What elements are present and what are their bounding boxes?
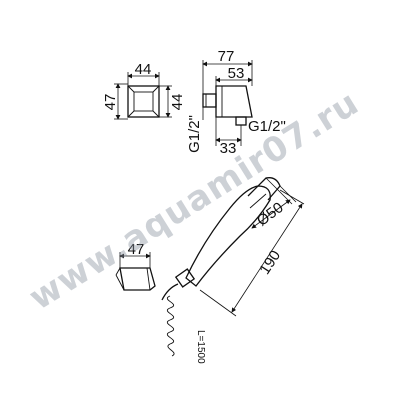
outlet-body-side	[215, 85, 253, 118]
side-upper-label: 53	[228, 65, 245, 82]
hose-coil	[167, 295, 175, 357]
front-width-label: 44	[135, 61, 152, 78]
thread-nipple-bottom	[235, 116, 247, 126]
holder-body	[119, 267, 156, 291]
outlet-outer-square	[127, 85, 160, 118]
shower-handle	[185, 185, 271, 287]
front-height-left-label: 47	[102, 94, 119, 111]
thread-left-label: G1/2"	[186, 115, 203, 153]
holder-width-label: 47	[128, 241, 145, 258]
hose-length-label: L=1500	[195, 330, 206, 364]
head-diameter-label: Ø50	[254, 199, 287, 230]
holder-view: 47	[115, 241, 156, 291]
side-overall-label: 77	[218, 48, 235, 65]
side-view: 77 53 33 G1/2" G1/2"	[186, 48, 286, 157]
outlet-inner-square	[133, 91, 154, 112]
shower-nut	[174, 268, 196, 288]
front-height-right-label: 44	[169, 94, 186, 111]
thread-right-label: G1/2"	[248, 118, 286, 135]
shower-length-label: 190	[256, 247, 284, 277]
thread-nipple-left	[202, 93, 217, 108]
hose-connector	[161, 283, 179, 301]
front-view: 44 47 44	[102, 61, 186, 120]
side-offset-label: 33	[220, 140, 237, 157]
